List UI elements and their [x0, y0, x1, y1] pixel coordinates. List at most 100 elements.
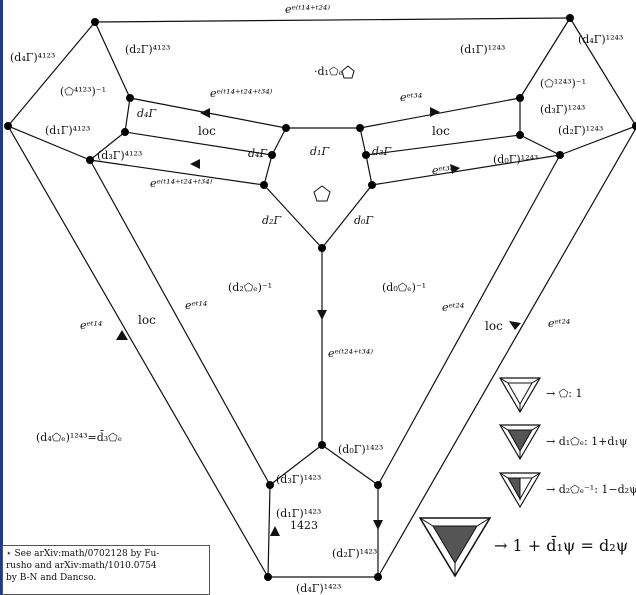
arrow-mark: [190, 159, 200, 169]
label: eᵉᵗ³⁴: [400, 91, 423, 104]
label: (d₁Γ)¹²⁴³: [460, 43, 506, 56]
arrow-mark: [430, 107, 440, 117]
legend-text: → d₁⬠ₑ: 1+d₁ψ: [546, 435, 628, 448]
vertex: [374, 573, 382, 581]
label: d₄Γ: [137, 107, 157, 120]
arrow-mark: [509, 321, 521, 330]
label: eᵉ⁽ᵗ¹⁴⁺ᵗ²⁴⁺ᵗ³⁴⁾: [150, 177, 213, 190]
arrow-mark: [373, 520, 383, 530]
label-loc: loc: [432, 124, 450, 138]
label: (d₃Γ)¹⁴²³: [276, 473, 322, 486]
label: (d₄Γ)¹⁴²³: [296, 582, 342, 595]
vertex: [282, 124, 290, 132]
label: (d₄⬠ₑ)¹²⁴³=d̄₃⬠ₑ: [36, 431, 122, 444]
pentagon-icon: [341, 65, 355, 79]
label: 1423: [290, 519, 318, 532]
label-loc: loc: [198, 124, 216, 138]
label: eᵉᵗ³⁴: [432, 164, 455, 177]
edge: [269, 444, 323, 486]
edge: [359, 127, 367, 156]
label: (⬠⁴¹²³)⁻¹: [60, 85, 106, 98]
vertex: [556, 151, 564, 159]
edge: [7, 125, 91, 161]
label: (d₂Γ)¹²⁴³: [558, 124, 604, 137]
footnote-line: by B-N and Dancso.: [6, 573, 97, 583]
edge-right-outer: [377, 127, 636, 578]
label: (d₁Γ)⁴¹²³: [45, 124, 91, 137]
edge-hidden: [264, 185, 270, 485]
label: d₂Γ: [262, 214, 282, 227]
label: (d₀Γ)¹²⁴³: [493, 153, 539, 166]
label: (d₀Γ)¹⁴²³: [338, 443, 384, 456]
arrow-mark: [116, 330, 128, 340]
vertex: [318, 244, 326, 252]
edge: [89, 131, 126, 161]
edge-top: [94, 17, 571, 23]
label: (d₁Γ)¹⁴²³: [276, 507, 322, 520]
vertex: [268, 151, 276, 159]
vertex: [260, 181, 268, 189]
vertex: [86, 156, 94, 164]
vertex: [121, 128, 129, 136]
edge-tl-outer: [7, 21, 96, 127]
edge: [371, 154, 561, 186]
edge: [263, 154, 273, 186]
vertex: [126, 94, 134, 102]
edge: [519, 134, 561, 156]
label: (d₄Γ)⁴¹²³: [10, 51, 56, 64]
footnote-line: rusho and arXiv:math/1010.0754: [6, 561, 157, 571]
label: d₃Γ: [372, 145, 392, 158]
edge: [263, 184, 323, 249]
label: ·d₁⬠ₑ: [314, 65, 343, 78]
legend-glyphs: [418, 377, 542, 578]
label: d₄Γ: [248, 147, 268, 160]
label: eᵉ⁽ᵗ¹⁴⁺ᵗ²⁴⁺ᵗ³⁴⁾: [210, 87, 273, 100]
label: eᵉᵗ²⁴: [442, 301, 465, 314]
label-top-edge: eᵉ⁽ᵗ¹⁴⁺ᵗ²⁴⁾: [285, 3, 331, 16]
vertex: [91, 18, 99, 26]
edge: [124, 131, 273, 156]
label: (d₄Γ)¹²⁴³: [578, 33, 624, 46]
edge: [559, 125, 636, 156]
pentagon-icon: [313, 185, 331, 202]
edge: [94, 21, 131, 99]
vertex: [356, 124, 364, 132]
vertex: [318, 441, 326, 449]
edge: [124, 97, 131, 133]
vertex: [264, 573, 272, 581]
label: (d₂Γ)⁴¹²³: [125, 43, 171, 56]
edge-tr-outer: [569, 17, 636, 127]
footnote-box: ⋆ See arXiv:math/0702128 by Fu- rusho an…: [2, 545, 210, 595]
label: (d₃Γ)¹²⁴³: [540, 103, 586, 116]
label-loc: loc: [138, 313, 156, 327]
vertex: [362, 151, 370, 159]
arrow-mark: [270, 526, 280, 536]
vertex: [516, 94, 524, 102]
arrow-mark: [450, 164, 460, 174]
legend-text: → 1 + d̄₁ψ = d₂ψ: [494, 536, 629, 555]
label: eᵉ⁽ᵗ²⁴⁺ᵗ³⁴⁾: [328, 347, 374, 360]
edge-right-inner: [377, 154, 561, 486]
edge: [519, 17, 571, 99]
edge-left-outer: [7, 125, 269, 578]
arrow-mark: [200, 108, 210, 118]
edge: [365, 134, 521, 156]
label: (⬠¹²⁴³)⁻¹: [540, 77, 586, 90]
label: (d₃Γ)⁴¹²³: [97, 149, 143, 162]
label: eᵉᵗ¹⁴: [185, 299, 208, 312]
edge: [89, 159, 265, 186]
footnote-line: ⋆ See arXiv:math/0702128 by Fu-: [6, 549, 160, 559]
label: eᵉᵗ²⁴: [548, 317, 571, 330]
edge: [321, 184, 373, 249]
vertex: [566, 14, 574, 22]
label: eᵉᵗ¹⁴: [80, 319, 103, 332]
vertex: [374, 481, 382, 489]
legend-text: → d₂⬠ₑ⁻¹: 1−d₂ψ: [546, 483, 636, 496]
left-border: [0, 0, 3, 595]
label: (d₂⬠ₑ)⁻¹: [228, 281, 273, 294]
legend-text: → ⬠: 1: [546, 387, 583, 400]
vertex: [632, 122, 636, 130]
label: d₀Γ: [354, 214, 374, 227]
